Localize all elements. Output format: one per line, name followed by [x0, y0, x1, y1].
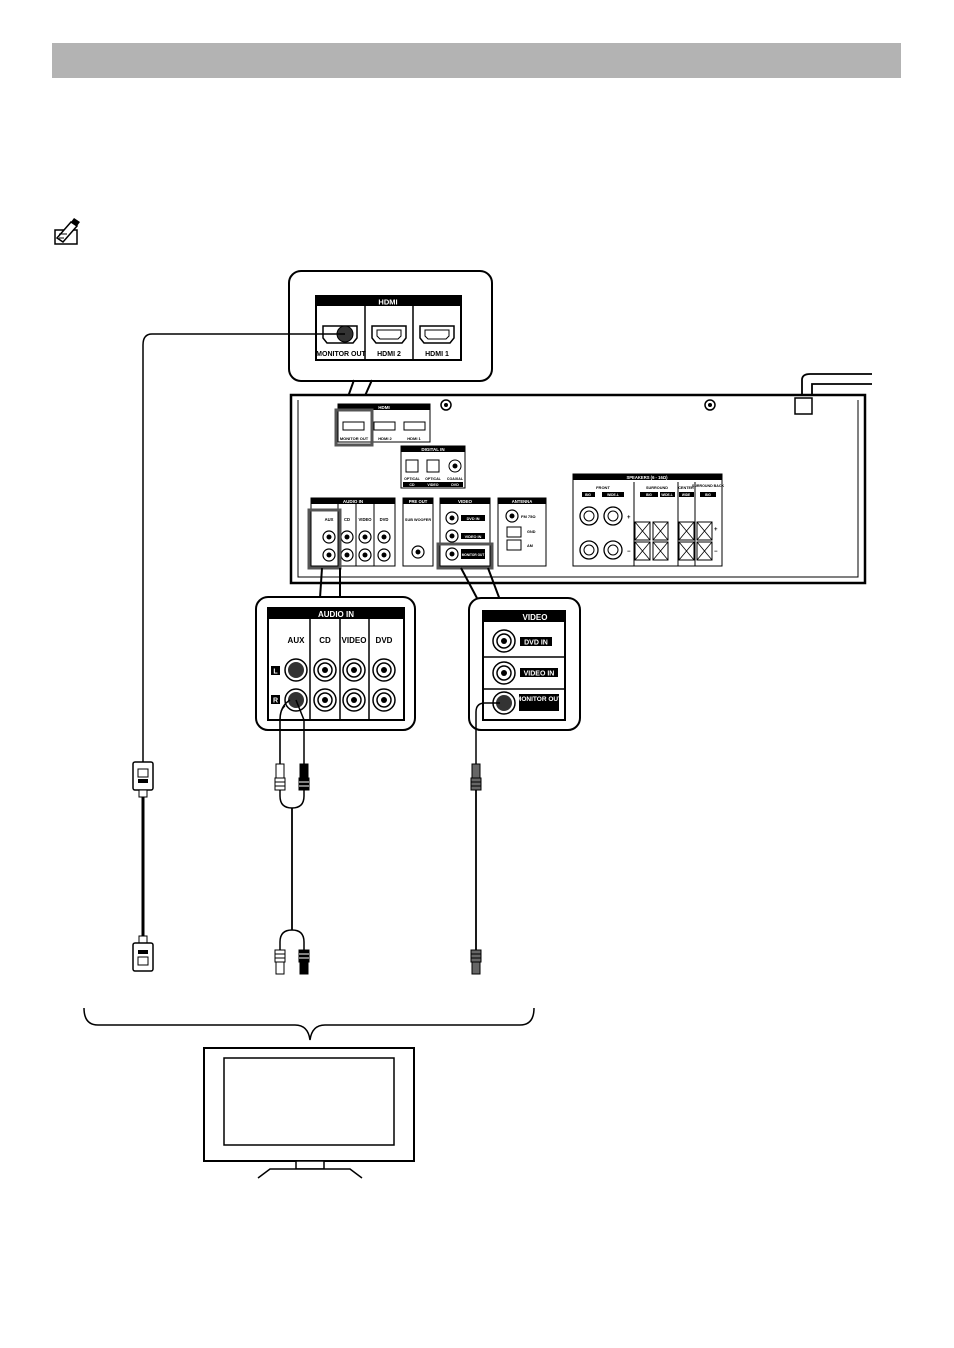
panel-video-video-in-label: VIDEO IN [465, 535, 482, 539]
hdmi-zoom-label-monitor-out: MONITOR OUT [316, 351, 366, 358]
tv-icon [203, 1047, 415, 1179]
audio-zoom-cd-label: CD [319, 636, 331, 645]
audio-zoom-video-label: VIDEO [342, 636, 367, 645]
panel-antenna-gnd-label: GND [527, 530, 536, 534]
panel-video-monitor-out-label: MONITOR OUT [462, 553, 485, 557]
panel-speakers-title: SPEAKERS (6 - 16Ω) [626, 475, 668, 480]
hdmi-zoom-label-hdmi2: HDMI 2 [377, 351, 401, 358]
panel-digital-in-title: DIGITAL IN [421, 447, 444, 452]
panel-front-sub2: WIDE-L [607, 493, 619, 497]
panel-back-minus: − [714, 549, 718, 555]
panel-digital-optical2-label: OPTICAL [425, 477, 442, 481]
hdmi-zoom-hdmi1-port: HDMI 1 [419, 325, 455, 358]
pencil-note-icon [54, 218, 80, 245]
panel-back-plus: + [714, 527, 718, 533]
panel-hdmi-monitor-out-label: MONITOR OUT [340, 436, 369, 441]
panel-front-sub1: BIG [585, 493, 591, 497]
panel-video-title: VIDEO [458, 499, 473, 504]
audio-zoom-r-label: R [273, 698, 278, 705]
video-zoom-title: VIDEO [523, 613, 548, 622]
rca-plug-video-top [470, 763, 482, 791]
panel-video-section: VIDEO DVD IN VIDEO IN MONITOR OUT [436, 497, 494, 570]
panel-audio-in-section: AUDIO IN AUX CD VIDEO DVD [307, 497, 396, 570]
panel-antenna-section: ANTENNA FM 75Ω GND AM [497, 497, 547, 567]
hdmi-plug-bottom [132, 935, 154, 972]
panel-hdmi1-label: HDMI 1 [407, 436, 421, 441]
panel-audio-aux-label: AUX [325, 517, 334, 522]
panel-audio-video-label: VIDEO [358, 517, 372, 522]
panel-pre-out-section: PRE OUT SUB WOOFER [402, 497, 434, 567]
panel-antenna-fm-label: FM 75Ω [521, 514, 536, 519]
panel-hdmi-section: HDMI MONITOR OUT HDMI 2 HDMI 1 [334, 403, 431, 447]
panel-surround-sub2: WIDE-L [661, 493, 672, 497]
panel-sub-woofer-label: SUB WOOFER [405, 518, 431, 522]
panel-surround-back-sub: BIG [705, 493, 711, 497]
video-cable [470, 702, 500, 975]
video-zoom-video-in-label: VIDEO IN [524, 671, 555, 678]
panel-front-label: FRONT [596, 485, 610, 490]
audio-zoom-dvd-label: DVD [376, 636, 393, 645]
hdmi-zoom-label-hdmi1: HDMI 1 [425, 351, 449, 358]
header-bar [52, 43, 901, 78]
video-zoom-monitor-out-label: MONITOR OUT [516, 696, 562, 703]
panel-digital-video-label: VIDEO [427, 483, 438, 487]
panel-audio-dvd-label: DVD [380, 517, 389, 522]
panel-front-minus: − [627, 549, 631, 555]
panel-audio-cd-label: CD [344, 517, 350, 522]
rca-plug-white-top [274, 763, 286, 791]
video-zoom-callout: VIDEO DVD IN VIDEO IN MONITOR OUT [460, 567, 581, 731]
rca-plug-red-top [298, 763, 310, 791]
hdmi-zoom-hdmi2-port: HDMI 2 [371, 325, 407, 358]
hdmi-cable [132, 333, 345, 972]
rca-plug-white-bottom [274, 949, 286, 975]
hdmi-plug-top [132, 761, 154, 798]
audio-zoom-title: AUDIO IN [318, 610, 354, 619]
panel-digital-coaxial-label: COAXIAL [447, 477, 464, 481]
panel-audio-in-title: AUDIO IN [343, 499, 363, 504]
panel-center-label: CENTER [678, 486, 694, 490]
panel-surround-label: SURROUND [646, 486, 668, 490]
hdmi-zoom-callout: HDMI MONITOR OUT HDMI 2 HDMI 1 [288, 270, 493, 409]
panel-hdmi-title: HDMI [378, 405, 390, 410]
panel-pre-out-title: PRE OUT [409, 499, 428, 504]
hdmi-zoom-title: HDMI [378, 298, 397, 307]
panel-antenna-am-label: AM [527, 544, 533, 548]
receiver-rear-panel: HDMI MONITOR OUT HDMI 2 HDMI 1 DIGITAL I… [289, 373, 872, 585]
panel-antenna-title: ANTENNA [512, 499, 532, 504]
video-zoom-dvd-in-label: DVD IN [524, 640, 548, 647]
audio-cable [274, 699, 310, 975]
audio-zoom-l-label: L [273, 669, 278, 676]
panel-digital-dvd-label: DVD [451, 483, 459, 487]
audio-zoom-aux-label: AUX [288, 636, 306, 645]
rca-plug-red-bottom [298, 949, 310, 975]
tv-bracket [83, 1007, 535, 1041]
panel-digital-cd-label: CD [409, 483, 415, 487]
panel-front-plus: + [627, 515, 631, 521]
panel-surround-back-label: SURROUND BACK [692, 484, 725, 488]
panel-digital-in-section: DIGITAL IN OPTICAL OPTICAL COAXIAL CD VI… [400, 445, 466, 489]
panel-hdmi2-label: HDMI 2 [378, 436, 392, 441]
panel-center-sub: WIDE [682, 493, 690, 497]
panel-digital-optical1-label: OPTICAL [404, 477, 421, 481]
panel-video-dvd-in-label: DVD IN [467, 517, 480, 521]
rca-plug-video-bottom [470, 949, 482, 975]
panel-surround-sub1: BIG [646, 493, 652, 497]
audio-in-zoom-callout: AUDIO IN AUX CD VIDEO DVD L R [255, 567, 416, 731]
panel-speakers-section: SPEAKERS (6 - 16Ω) FRONT BIG WIDE-L SURR… [572, 473, 725, 567]
